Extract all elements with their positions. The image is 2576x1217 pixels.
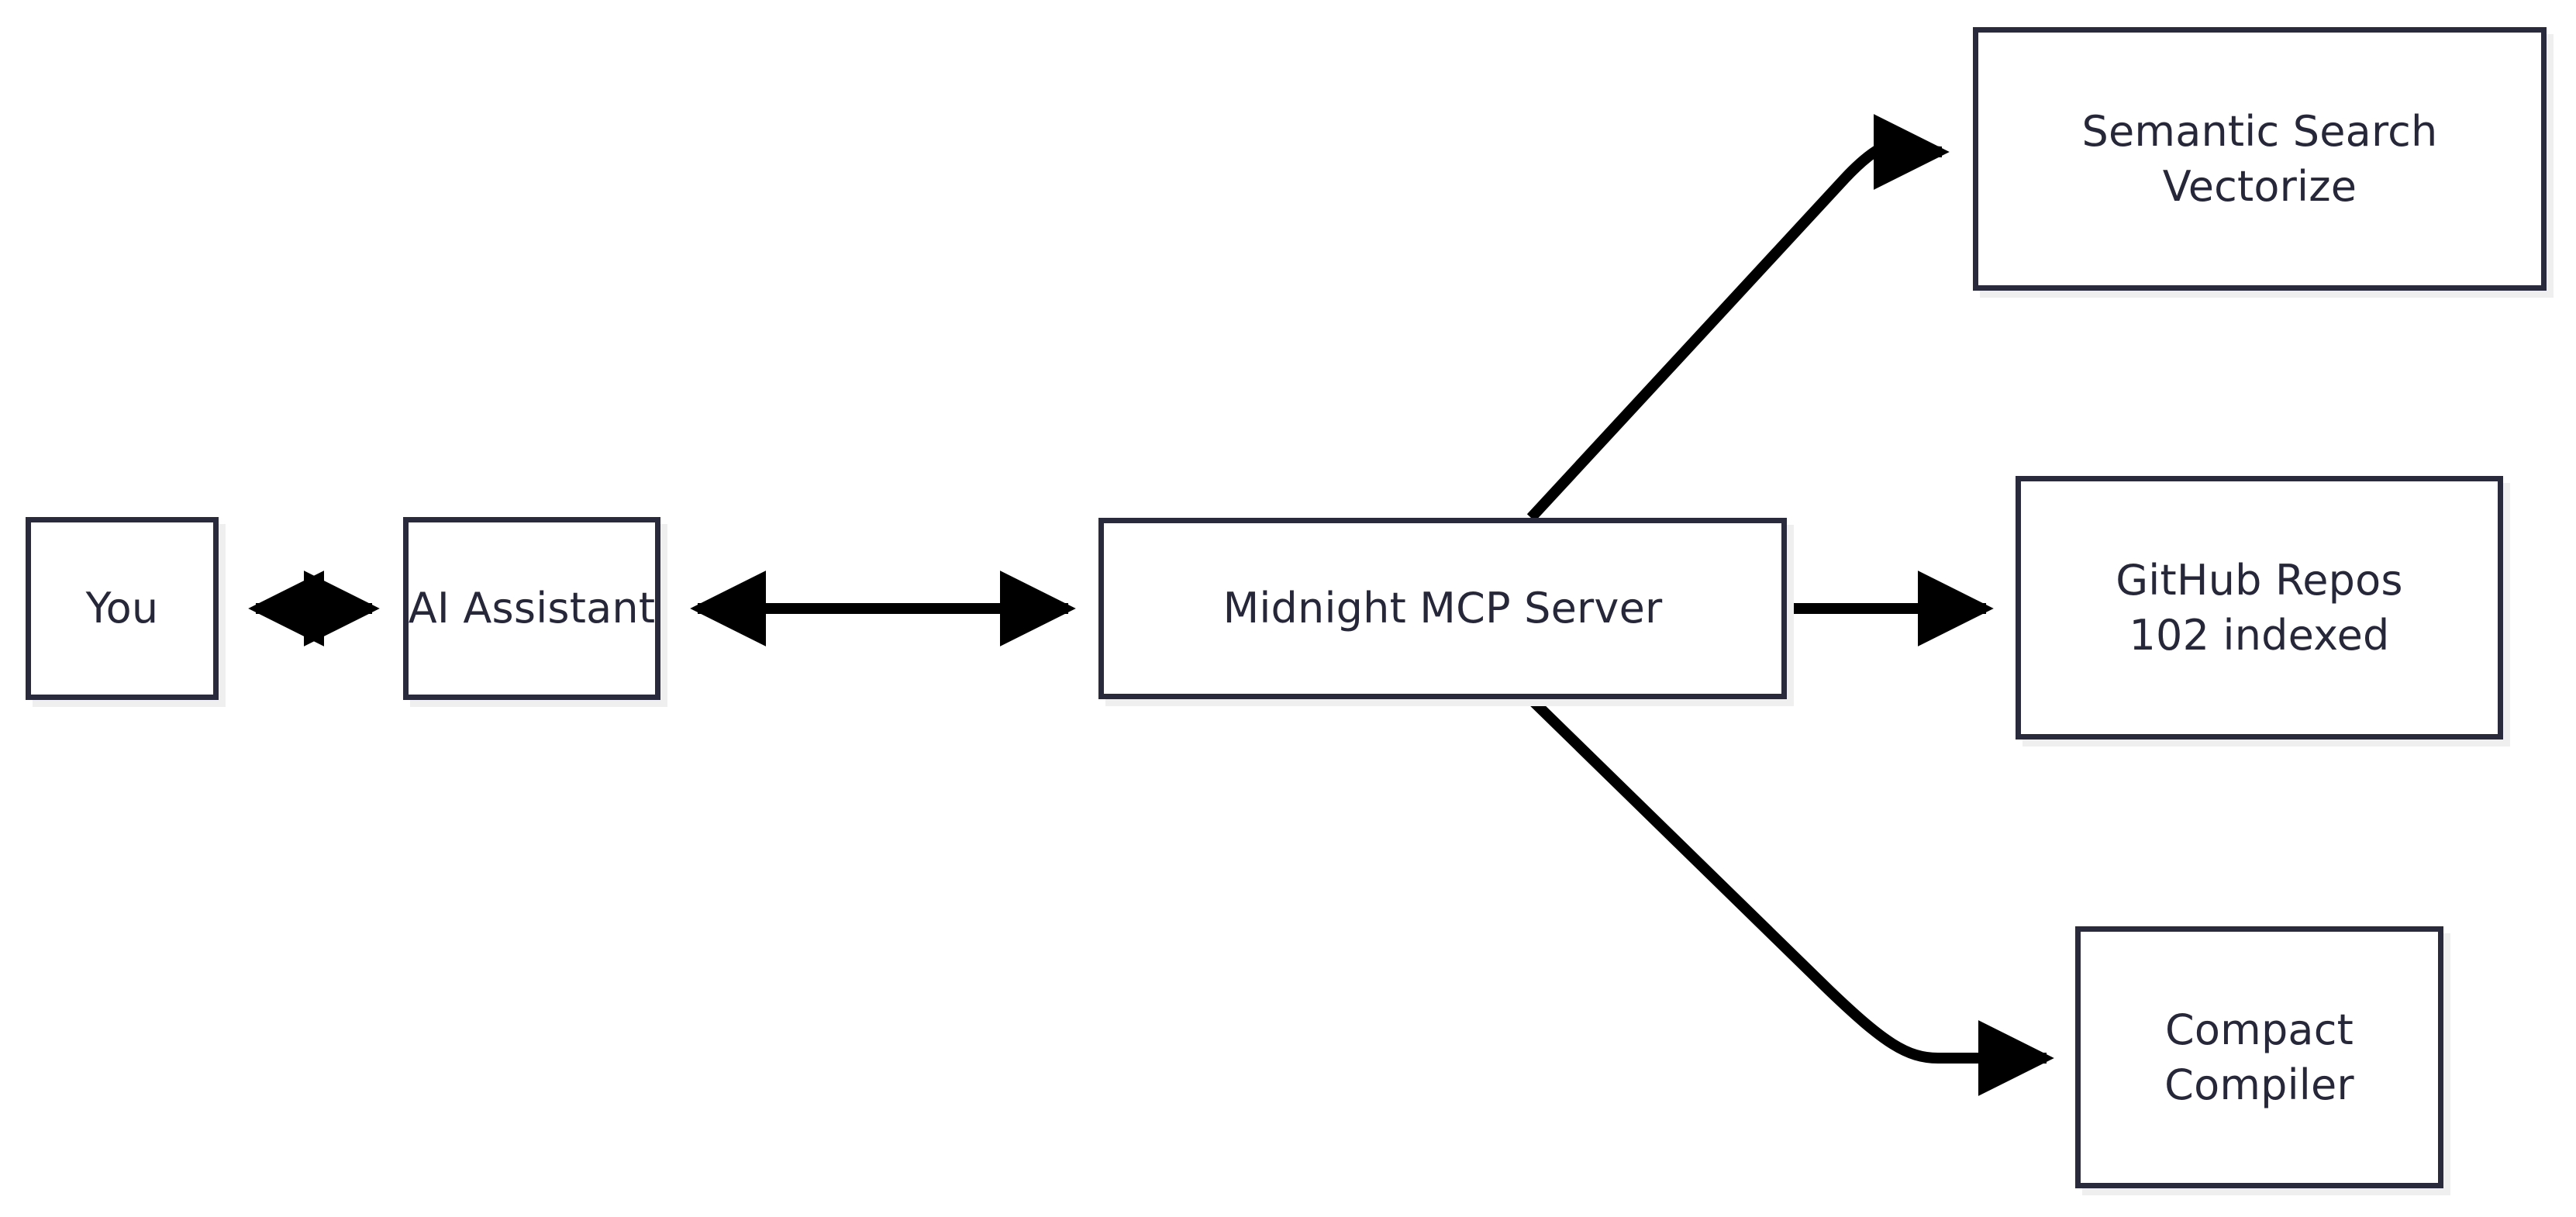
node-compact-compiler-label-line1: Compact bbox=[2165, 1005, 2354, 1054]
edge-mcp-server-semantic-search bbox=[1526, 113, 1950, 522]
node-compact-compiler-label-line2: Compiler bbox=[2164, 1060, 2354, 1109]
node-github-repos-label-line1: GitHub Repos bbox=[2116, 555, 2403, 605]
node-ai-assistant-label-line1: AI Assistant bbox=[408, 584, 656, 633]
node-you-label-line1: You bbox=[85, 584, 159, 633]
node-github-repos[interactable]: GitHub Repos 102 indexed bbox=[2016, 476, 2503, 740]
edge-mcp-server-compact-compiler bbox=[1527, 695, 2054, 1096]
node-semantic-search-label-line2: Vectorize bbox=[2162, 162, 2357, 211]
node-semantic-search-label-line1: Semantic Search bbox=[2081, 106, 2438, 156]
node-semantic-search[interactable]: Semantic Search Vectorize bbox=[1973, 27, 2547, 291]
node-midnight-mcp-server-label-line1: Midnight MCP Server bbox=[1222, 584, 1663, 633]
node-ai-assistant[interactable]: AI Assistant bbox=[403, 517, 660, 700]
node-you[interactable]: You bbox=[26, 517, 219, 700]
node-midnight-mcp-server[interactable]: Midnight MCP Server bbox=[1098, 518, 1787, 699]
node-compact-compiler[interactable]: Compact Compiler bbox=[2075, 926, 2443, 1188]
node-github-repos-label-line2: 102 indexed bbox=[2129, 611, 2390, 660]
